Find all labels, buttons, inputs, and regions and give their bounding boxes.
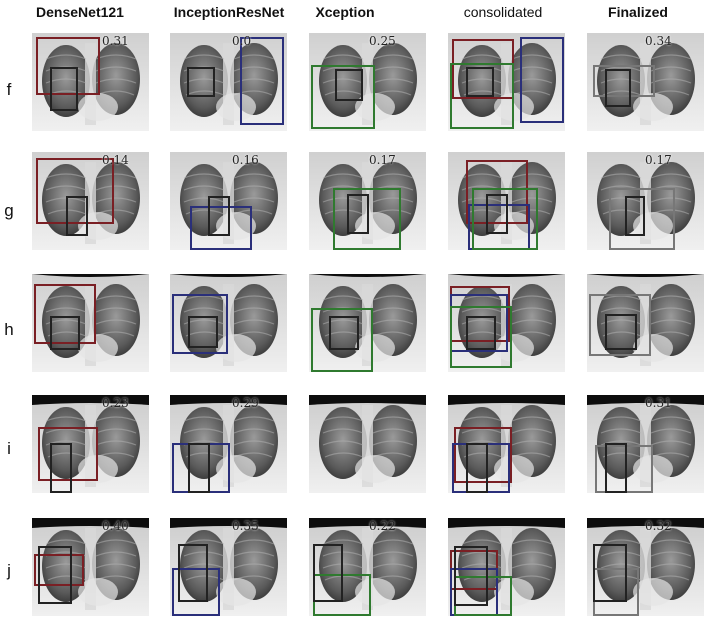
iou-score-label: 0.14	[102, 153, 129, 167]
column-header-finalized: Finalized	[608, 4, 668, 20]
iou-score-label: 0.34	[645, 34, 672, 48]
xray-j-inceptionresnet: 0.35	[170, 518, 287, 616]
ground-truth-box	[313, 544, 343, 602]
ground-truth-box	[188, 316, 218, 348]
iou-score-label: 0.0	[232, 34, 252, 48]
ground-truth-box	[329, 316, 359, 350]
densenet-prediction-box	[38, 427, 98, 481]
ground-truth-box	[605, 443, 627, 493]
inceptionresnet-prediction-box	[190, 206, 252, 250]
ground-truth-box	[605, 314, 637, 350]
xray-i-densenet121: 0.23	[32, 395, 149, 493]
densenet-prediction-box	[466, 160, 528, 224]
xray-f-xception: 0.25	[309, 33, 426, 131]
xray-g-xception: 0.17	[309, 152, 426, 250]
row-label-f: f	[6, 80, 12, 99]
iou-score-label: 0.17	[645, 153, 672, 167]
ground-truth-box	[66, 196, 88, 236]
ground-truth-box	[208, 196, 230, 236]
column-header-inceptionresnet: InceptionResNet	[173, 4, 285, 20]
xray-g-finalized: 0.17	[587, 152, 704, 250]
row-label-h: h	[4, 320, 14, 339]
xray-j-xception: 0.22	[309, 518, 426, 616]
iou-score-label: 0.31	[645, 396, 672, 410]
iou-score-label: 0.25	[369, 34, 396, 48]
xray-f-inceptionresnet: 0.0	[170, 33, 287, 131]
iou-score-label: 0.17	[369, 153, 396, 167]
xray-h-finalized	[587, 274, 704, 372]
xray-h-xception	[309, 274, 426, 372]
xray-j-consolidated	[448, 518, 565, 616]
ground-truth-box	[50, 67, 78, 111]
xray-i-xception	[309, 395, 426, 493]
xray-i-finalized: 0.31	[587, 395, 704, 493]
iou-score-label: 0.22	[369, 519, 396, 533]
ground-truth-box	[50, 316, 80, 350]
xception-prediction-box	[450, 63, 514, 129]
ground-truth-box	[347, 194, 369, 234]
xray-j-finalized: 0.32	[587, 518, 704, 616]
ground-truth-box	[625, 196, 645, 236]
column-header-densenet121: DenseNet121	[36, 4, 124, 20]
ground-truth-box	[178, 544, 208, 602]
row-label-g: g	[4, 201, 14, 220]
densenet-prediction-box	[36, 158, 114, 224]
column-header-consolidated: consolidated	[463, 4, 543, 20]
densenet-prediction-box	[34, 284, 96, 344]
iou-score-label: 0.35	[232, 519, 259, 533]
iou-score-label: 0.29	[232, 396, 259, 410]
iou-score-label: 0.32	[645, 519, 672, 533]
iou-score-label: 0.16	[232, 153, 259, 167]
iou-score-label: 0.31	[102, 34, 129, 48]
xray-g-consolidated	[448, 152, 565, 250]
inceptionresnet-prediction-box	[520, 37, 564, 123]
ground-truth-box	[454, 546, 488, 606]
densenet-prediction-box	[454, 427, 512, 483]
ground-truth-box	[188, 443, 210, 493]
ground-truth-box	[187, 67, 215, 97]
ground-truth-box	[486, 194, 508, 234]
finalized-prediction-box	[589, 294, 651, 356]
ground-truth-box	[466, 67, 494, 97]
inceptionresnet-prediction-box	[172, 568, 220, 616]
ground-truth-box	[605, 69, 631, 107]
inceptionresnet-prediction-box	[240, 37, 284, 125]
iou-score-label: 0.23	[102, 396, 129, 410]
row-label-j: j	[7, 561, 11, 580]
xray-i-inceptionresnet: 0.29	[170, 395, 287, 493]
xception-prediction-box	[333, 188, 401, 250]
row-label-i: i	[7, 439, 11, 458]
xray-g-densenet121: 0.14	[32, 152, 149, 250]
ground-truth-box	[50, 443, 72, 493]
xception-prediction-box	[450, 306, 512, 368]
ground-truth-box	[593, 544, 627, 602]
finalized-prediction-box	[593, 65, 655, 97]
ground-truth-box	[335, 69, 363, 101]
column-header-xception: Xception	[315, 4, 375, 20]
xray-g-inceptionresnet: 0.16	[170, 152, 287, 250]
xray-h-inceptionresnet	[170, 274, 287, 372]
xception-prediction-box	[311, 65, 375, 129]
xray-i-consolidated	[448, 395, 565, 493]
densenet-prediction-box	[36, 37, 100, 95]
ground-truth-box	[466, 316, 496, 350]
ground-truth-box	[38, 546, 72, 604]
finalized-prediction-box	[609, 188, 675, 250]
iou-score-label: 0.40	[102, 519, 129, 533]
xray-h-consolidated	[448, 274, 565, 372]
xray-h-densenet121	[32, 274, 149, 372]
xception-prediction-box	[311, 308, 373, 372]
xception-prediction-box	[472, 188, 538, 250]
xray-f-finalized: 0.34	[587, 33, 704, 131]
ground-truth-box	[466, 443, 488, 493]
xray-j-densenet121: 0.40	[32, 518, 149, 616]
xray-f-consolidated	[448, 33, 565, 131]
xray-f-densenet121: 0.31	[32, 33, 149, 131]
inceptionresnet-prediction-box	[172, 294, 228, 354]
densenet-prediction-box	[34, 554, 84, 586]
